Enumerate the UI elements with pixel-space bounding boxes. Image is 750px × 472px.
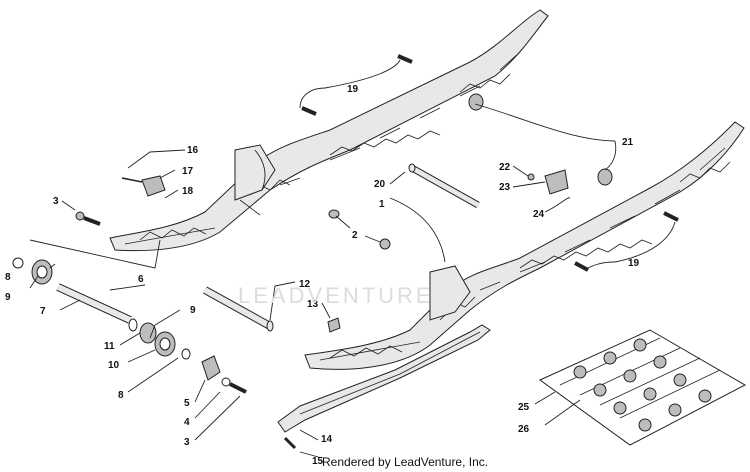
callout-12: 12	[299, 279, 311, 290]
callout-9-upper: 9	[5, 292, 11, 303]
hardware	[121, 54, 679, 333]
callout-23: 23	[499, 182, 511, 193]
callout-11: 11	[104, 341, 115, 352]
callout-19-lower: 19	[628, 258, 640, 269]
callout-18: 18	[182, 186, 194, 197]
right-rail	[109, 9, 549, 252]
axle-12	[203, 286, 274, 332]
footer-credit: Rendered by LeadVenture, Inc.	[322, 455, 489, 469]
callout-15: 15	[312, 456, 324, 467]
callout-8-upper: 8	[5, 272, 11, 283]
callout-3-upper: 3	[53, 196, 59, 207]
callout-2: 2	[352, 230, 358, 241]
callout-13: 13	[307, 299, 319, 310]
callout-9-lower: 9	[190, 305, 196, 316]
callout-24: 24	[533, 209, 545, 220]
callout-17: 17	[182, 166, 194, 177]
callout-22: 22	[499, 162, 511, 173]
callout-20: 20	[374, 179, 386, 190]
callout-4: 4	[184, 417, 190, 428]
callout-14: 14	[321, 434, 333, 445]
callout-26: 26	[518, 424, 530, 435]
callout-1: 1	[379, 199, 385, 210]
callout-19-upper: 19	[347, 84, 359, 95]
cross-shaft-20	[408, 163, 480, 209]
left-rail	[304, 121, 745, 370]
watermark: LEADVENTURE	[238, 283, 434, 308]
callout-8-lower: 8	[118, 390, 124, 401]
callout-21: 21	[622, 137, 634, 148]
callout-16: 16	[187, 145, 199, 156]
callout-25: 25	[518, 402, 530, 413]
slide-14	[277, 324, 491, 450]
callout-7: 7	[40, 306, 46, 317]
callout-6: 6	[138, 274, 144, 285]
callout-3-lower: 3	[184, 437, 190, 448]
track-section	[539, 329, 747, 446]
callouts: 16 17 18 3 19 20 1 2 21 22 23 24 19 12 1…	[5, 84, 640, 467]
callout-5: 5	[184, 398, 190, 409]
callout-10: 10	[108, 360, 120, 371]
leader-lines	[29, 59, 676, 459]
